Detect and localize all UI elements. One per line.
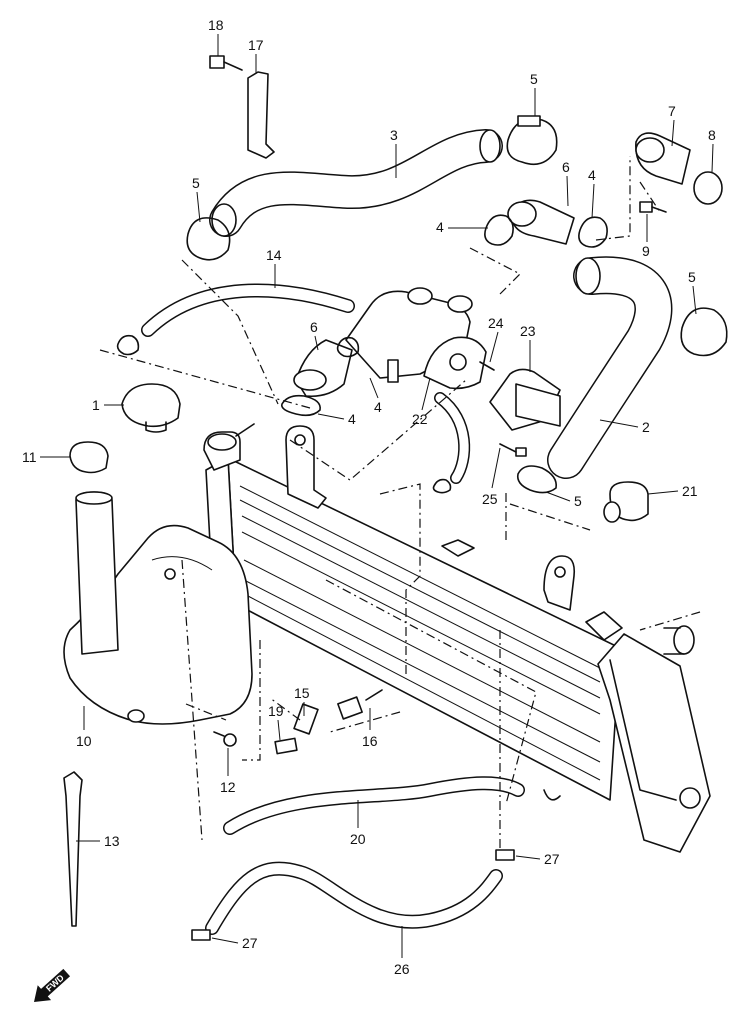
callout-23: 23 <box>520 323 536 372</box>
bolt <box>209 55 243 71</box>
callout-4: 4 <box>588 167 596 219</box>
callout-4: 4 <box>369 377 382 415</box>
callout-4: 4 <box>317 411 356 427</box>
svg-text:12: 12 <box>220 779 236 795</box>
callout-8: 8 <box>708 127 716 173</box>
callout-25: 25 <box>482 447 501 507</box>
callout-22: 22 <box>412 377 431 427</box>
callout-1: 1 <box>92 397 124 413</box>
svg-text:27: 27 <box>242 935 258 951</box>
svg-text:6: 6 <box>562 159 570 175</box>
callout-5: 5 <box>192 175 201 223</box>
fwd-arrow-icon: FWD <box>34 968 71 1002</box>
svg-text:5: 5 <box>530 71 538 87</box>
svg-text:21: 21 <box>682 483 698 499</box>
callout-27: 27 <box>515 851 560 867</box>
svg-text:26: 26 <box>394 961 410 977</box>
svg-text:4: 4 <box>348 411 356 427</box>
svg-text:5: 5 <box>574 493 582 509</box>
callout-14: 14 <box>266 247 282 288</box>
svg-text:13: 13 <box>104 833 120 849</box>
bracket <box>247 71 275 159</box>
svg-text:8: 8 <box>708 127 716 143</box>
svg-text:22: 22 <box>412 411 428 427</box>
lower-radiator-hose <box>547 256 673 479</box>
svg-text:4: 4 <box>374 399 382 415</box>
radiator-cap <box>121 383 181 428</box>
reservoir-cap <box>69 441 109 474</box>
svg-text:15: 15 <box>294 685 310 701</box>
cable-tie <box>63 771 83 927</box>
callout-2: 2 <box>599 419 650 435</box>
svg-text:18: 18 <box>208 17 224 33</box>
svg-text:4: 4 <box>588 167 596 183</box>
callout-6: 6 <box>562 159 570 207</box>
svg-text:17: 17 <box>248 37 264 53</box>
callout-26: 26 <box>394 926 410 977</box>
drain-hose <box>205 861 503 935</box>
svg-text:23: 23 <box>520 323 536 339</box>
svg-text:5: 5 <box>688 269 696 285</box>
svg-text:4: 4 <box>436 219 444 235</box>
callout-17: 17 <box>248 37 264 74</box>
svg-text:6: 6 <box>310 319 318 335</box>
svg-text:2: 2 <box>642 419 650 435</box>
callout-15: 15 <box>294 685 310 716</box>
radiator <box>203 423 711 853</box>
callout-20: 20 <box>350 800 366 847</box>
callout-5: 5 <box>688 269 697 315</box>
overflow-hose <box>223 776 525 835</box>
svg-text:27: 27 <box>544 851 560 867</box>
svg-text:10: 10 <box>76 733 92 749</box>
callout-5: 5 <box>530 71 538 116</box>
svg-text:24: 24 <box>488 315 504 331</box>
callout-6: 6 <box>310 319 319 351</box>
callout-13: 13 <box>76 833 120 849</box>
callout-21: 21 <box>647 483 698 499</box>
svg-text:11: 11 <box>22 449 37 465</box>
callout-11: 11 <box>22 449 70 465</box>
callout-27: 27 <box>211 935 258 951</box>
svg-text:3: 3 <box>390 127 398 143</box>
breather-hose <box>141 283 355 337</box>
callout-4: 4 <box>436 219 488 235</box>
callout-12: 12 <box>220 748 236 795</box>
svg-text:20: 20 <box>350 831 366 847</box>
svg-text:19: 19 <box>268 703 284 719</box>
callout-16: 16 <box>362 708 378 749</box>
callout-9: 9 <box>642 214 650 259</box>
callout-7: 7 <box>668 103 676 147</box>
reservoir-tank <box>63 491 253 725</box>
callout-3: 3 <box>390 127 398 178</box>
svg-text:1: 1 <box>92 397 100 413</box>
callout-18: 18 <box>208 17 224 56</box>
callout-24: 24 <box>488 315 504 363</box>
callout-19: 19 <box>268 703 284 741</box>
upper-radiator-hose <box>209 129 503 237</box>
svg-text:9: 9 <box>642 243 650 259</box>
svg-text:14: 14 <box>266 247 282 263</box>
callout-10: 10 <box>76 706 92 749</box>
svg-text:5: 5 <box>192 175 200 191</box>
svg-text:16: 16 <box>362 733 378 749</box>
callout-5: 5 <box>545 491 582 509</box>
svg-text:7: 7 <box>668 103 676 119</box>
svg-text:25: 25 <box>482 491 498 507</box>
